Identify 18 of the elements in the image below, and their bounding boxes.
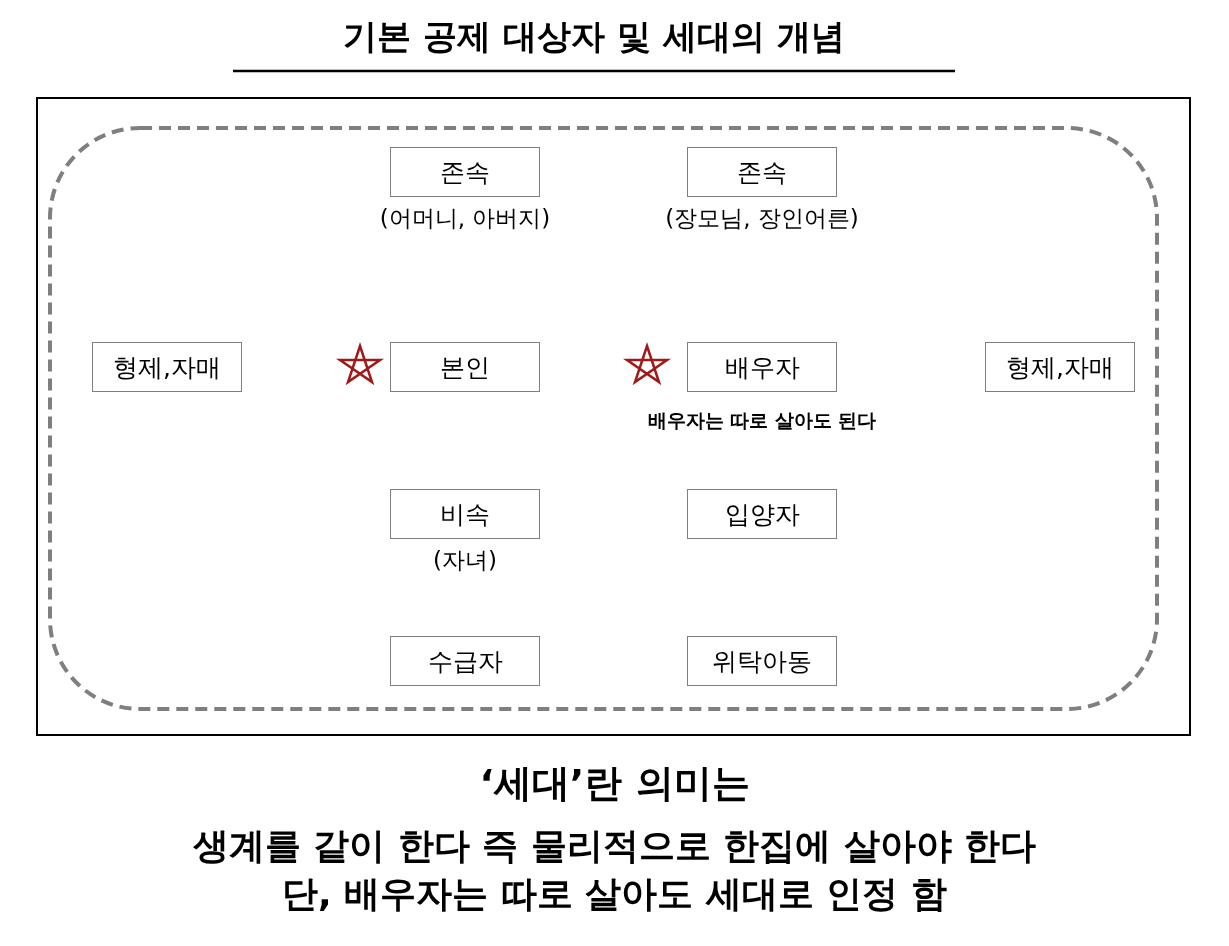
body-text: 단, 배우자는 따로 살아도 세대로 인정 함 [281, 872, 948, 916]
label-box: 존속 [687, 147, 837, 197]
caption-text: (어머니, 아버지) [379, 204, 551, 233]
label-box: 본인 [390, 342, 540, 392]
caption-text: (장모님, 장인어른) [665, 204, 859, 233]
label-box: 형제,자매 [985, 342, 1135, 392]
note-text: 배우자는 따로 살아도 된다 [647, 408, 877, 433]
label-box: 존속 [390, 147, 540, 197]
label-box: 위탁아동 [687, 636, 837, 686]
heading-text: ‘세대’란 의미는 [478, 760, 751, 807]
label-box: 수급자 [390, 636, 540, 686]
caption-text: (자녀) [433, 546, 497, 575]
label-box: 입양자 [687, 489, 837, 539]
label-box: 형제,자매 [92, 342, 242, 392]
title: 기본 공제 대상자 및 세대의 개념 [342, 15, 846, 58]
body-text: 생계를 같이 한다 즉 물리적으로 한집에 살아야 한다 [191, 824, 1038, 868]
label-box: 비속 [390, 489, 540, 539]
label-box: 배우자 [687, 342, 837, 392]
